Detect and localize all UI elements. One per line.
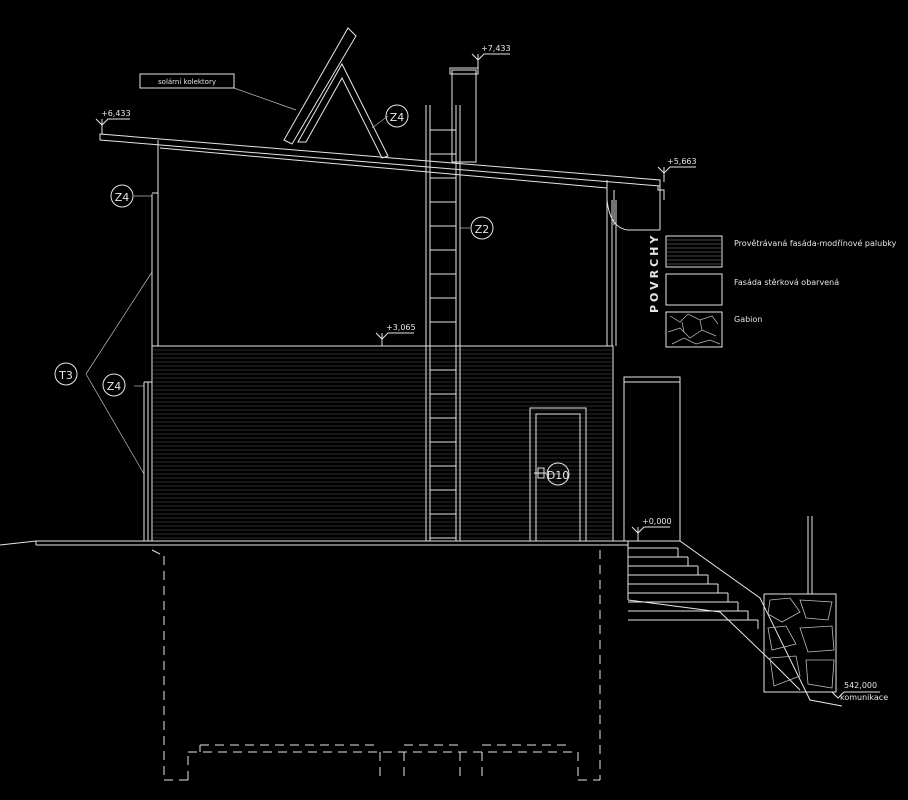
- elevation-floor-2: +3,065: [386, 323, 416, 332]
- leader-lines: [85, 87, 560, 475]
- svg-text:Z2: Z2: [475, 223, 490, 236]
- tag-t3: T3: [54, 362, 78, 386]
- chimney: [449, 67, 479, 163]
- legend: POVRCHY Provětrávaná fasáda-modřínové pa…: [648, 233, 897, 348]
- entrance-door: [529, 407, 587, 542]
- legend-label-gabion: Gabion: [734, 315, 762, 324]
- elevation-top: +7,433: [481, 44, 511, 53]
- ground-line: [0, 540, 628, 546]
- solar-label: solární kolektory: [158, 78, 216, 86]
- elevation-floor-2-marker: +3,065: [375, 323, 416, 346]
- legend-swatch-wood: [665, 235, 723, 268]
- legend-swatch-gabion: [665, 311, 723, 348]
- legend-swatch-plaster: [665, 273, 723, 306]
- svg-text:D10: D10: [547, 469, 569, 482]
- exterior-stairs: [627, 541, 801, 691]
- road-label: komunikace: [840, 693, 888, 702]
- tag-z4-roof: Z4: [385, 104, 409, 128]
- roof: [99, 133, 661, 231]
- basement-foundation: [151, 549, 601, 781]
- ladder: [425, 105, 461, 541]
- legend-label-wood: Provětrávaná fasáda-modřínové palubky: [734, 238, 897, 248]
- legend-label-plaster: Fasáda stěrková obarvená: [734, 278, 839, 287]
- elevation-roof-left: +6,433: [101, 109, 131, 118]
- elevation-road-marker: 542,000 komunikace: [831, 681, 888, 702]
- solar-label-box: solární kolektory: [139, 73, 235, 89]
- tag-z2: Z2: [470, 216, 494, 240]
- terrain-slope: [628, 516, 843, 707]
- svg-text:T3: T3: [58, 369, 73, 382]
- elevation-ground-marker: +0,000: [631, 517, 672, 541]
- downpipe-left: [143, 192, 158, 541]
- downpipe-right: [611, 186, 665, 346]
- svg-text:Z4: Z4: [115, 191, 130, 204]
- lower-floor-cladding: [151, 345, 614, 542]
- solar-collector: [283, 27, 389, 159]
- tag-z4-upper: Z4: [110, 184, 134, 208]
- elevation-roof-left-marker: +6,433: [95, 109, 131, 134]
- elevation-roof-right: +5,663: [667, 157, 697, 166]
- tag-door: D10: [546, 462, 570, 486]
- svg-text:Z4: Z4: [390, 111, 405, 124]
- tag-z4-lower: Z4: [102, 373, 126, 397]
- elevation-top-marker: +7,433: [471, 44, 511, 70]
- elevation-ground: +0,000: [642, 517, 672, 526]
- svg-text:Z4: Z4: [107, 380, 122, 393]
- elevation-road: 542,000: [844, 681, 877, 690]
- elevation-roof-right-marker: +5,663: [657, 157, 697, 182]
- legend-title: POVRCHY: [648, 233, 661, 313]
